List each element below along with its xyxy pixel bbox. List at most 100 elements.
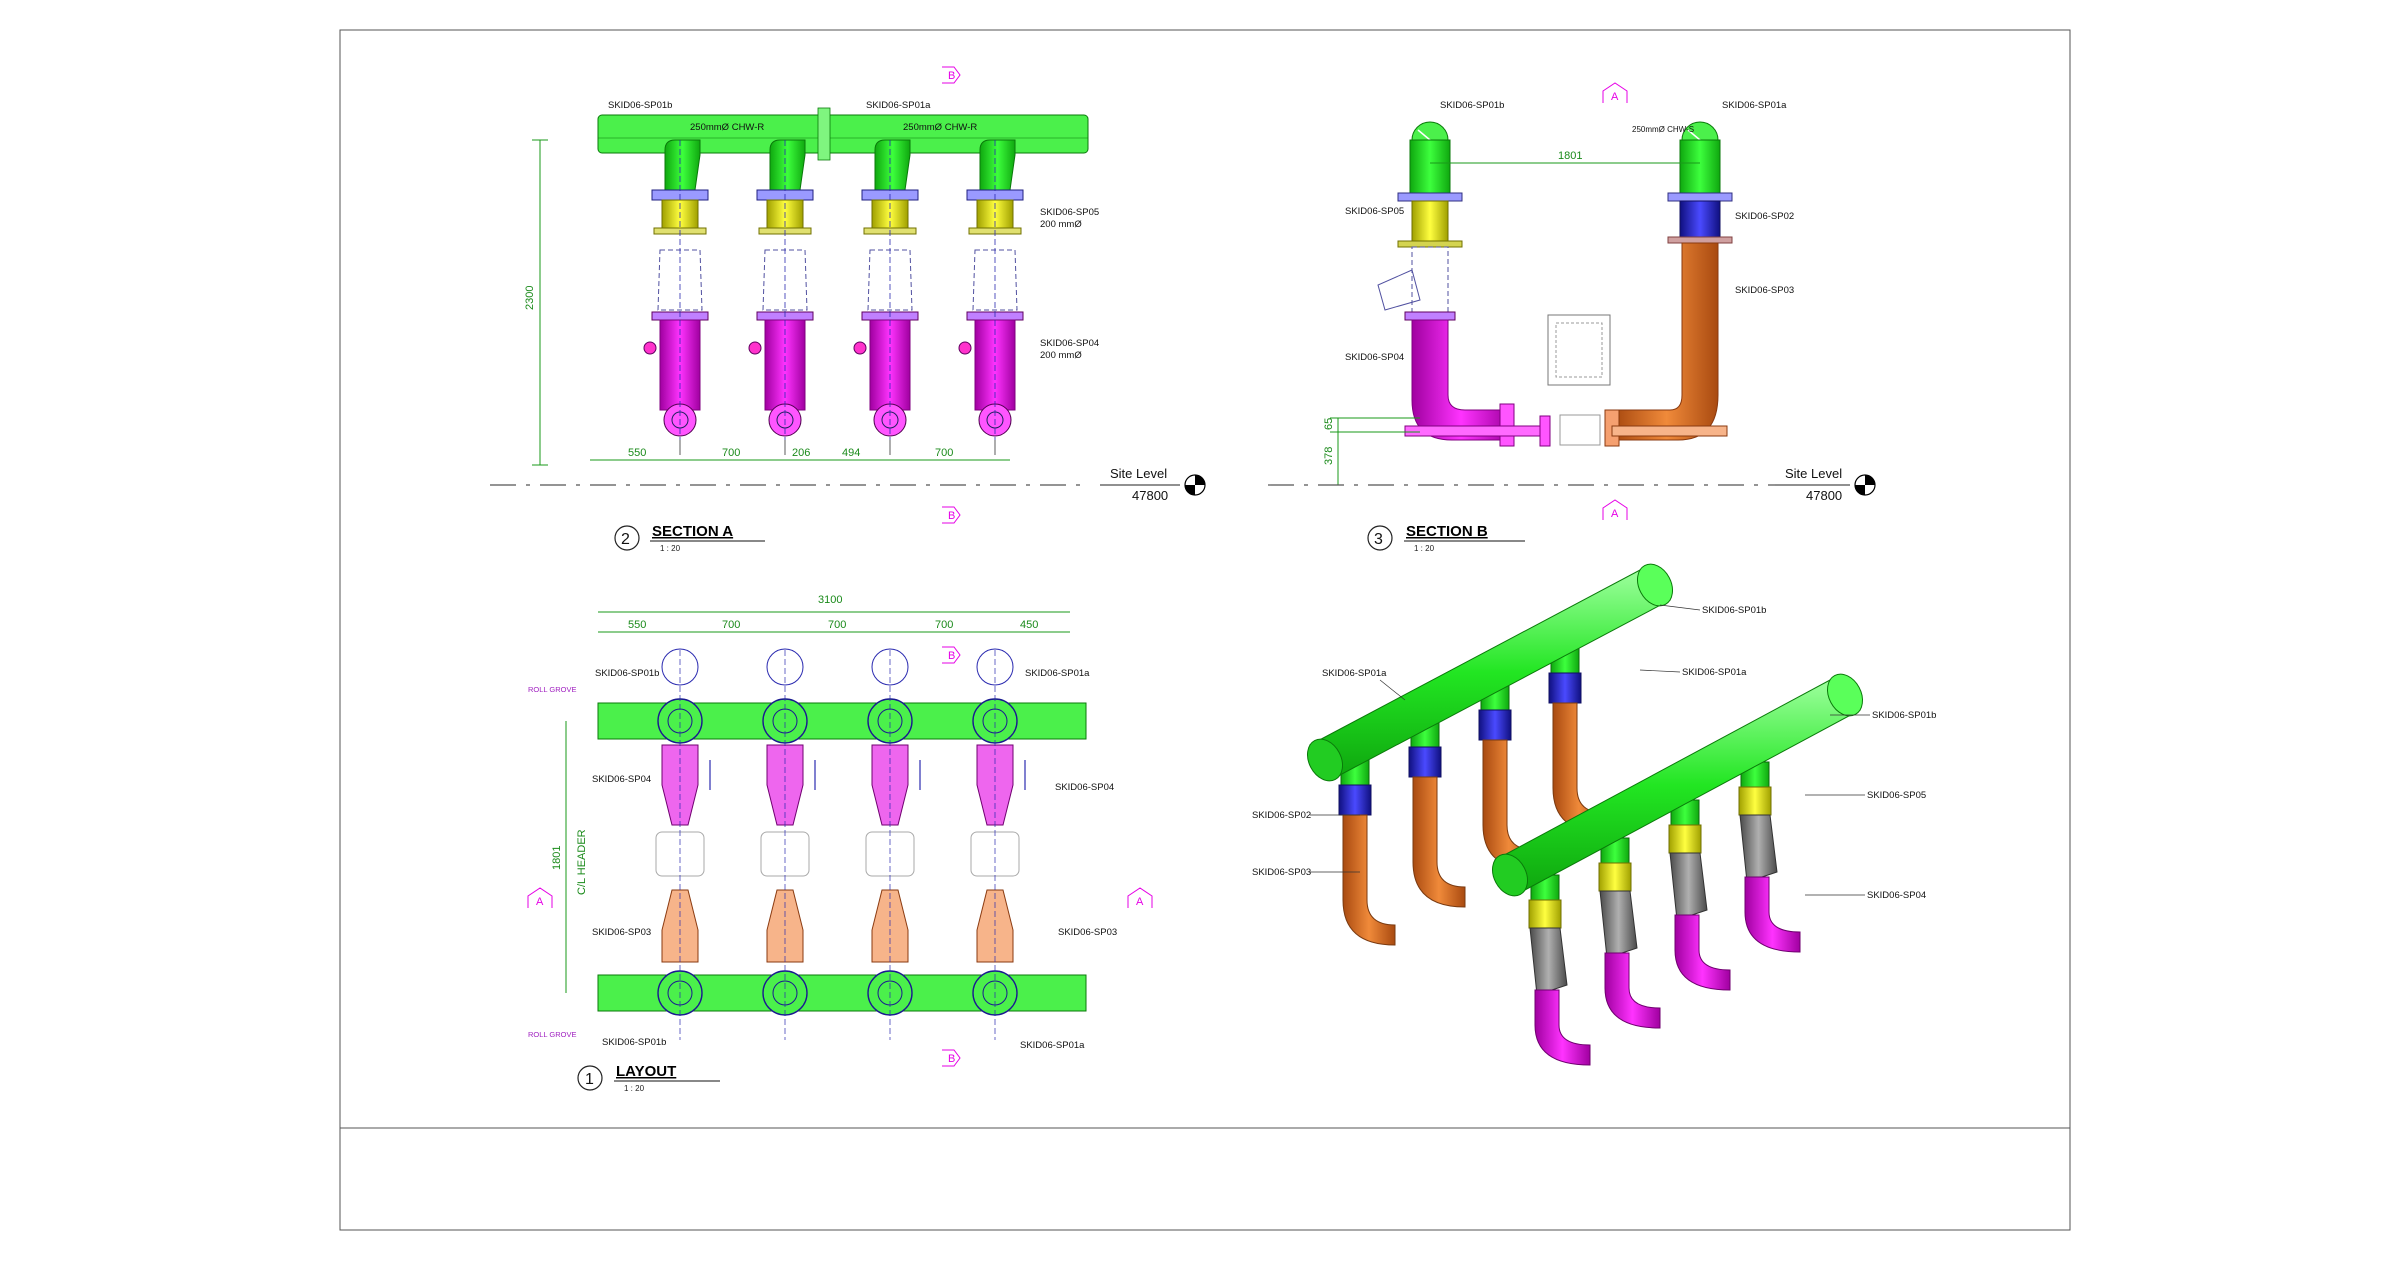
iso-grey-valve (1739, 814, 1778, 883)
section-a-tag-sp01a: SKID06-SP01a (866, 100, 931, 111)
layout-tag-bl: SKID06-SP01b (602, 1037, 666, 1048)
sheet-border (339, 29, 2071, 1231)
iso-blue-coupling (1408, 746, 1442, 778)
section-b-view: 1801 65 378 SKID06-SP01b SKID06-SP01a 25… (1268, 82, 1876, 553)
iso-magenta-pipe (1744, 876, 1801, 953)
section-a-dim-3: 206 (792, 447, 810, 459)
section-b-number: 3 (1374, 531, 1383, 548)
branch-elbow (769, 139, 806, 191)
iso-tag-sp01b-right: SKID06-SP01b (1872, 710, 1936, 721)
layout-branches (655, 648, 1026, 1040)
branch-elbow (874, 139, 911, 191)
layout-scale: 1 : 20 (624, 1084, 645, 1093)
section-a-height-dim: 2300 (524, 286, 536, 310)
layout-number: 1 (585, 1071, 594, 1088)
section-b-tag-sp03: SKID06-SP03 (1735, 285, 1794, 296)
layout-mark-a-left: A (527, 887, 553, 908)
section-b-mark-top: A (1602, 82, 1628, 103)
svg-text:A: A (536, 896, 544, 908)
svg-text:B: B (948, 70, 955, 82)
iso-tag-sp03: SKID06-SP03 (1252, 867, 1311, 878)
iso-magenta-pipe (1674, 914, 1731, 991)
iso-tag-sp05: SKID06-SP05 (1867, 790, 1926, 801)
section-b-title: SECTION B (1406, 523, 1488, 540)
iso-column (1528, 874, 1591, 1066)
section-a-branches (643, 139, 1024, 455)
section-a-branch (853, 139, 919, 455)
layout-dim-3: 700 (828, 619, 846, 631)
iso-column (1408, 721, 1466, 908)
section-b-tag-sp02: SKID06-SP02 (1735, 211, 1794, 222)
iso-magenta-pipe (1534, 989, 1591, 1066)
branch-strainer-outline (972, 249, 1018, 311)
iso-magenta-pipe (1604, 952, 1661, 1029)
section-b-site-level-value: 47800 (1806, 488, 1842, 503)
iso-front-skid (1528, 761, 1801, 1066)
layout-mark-b-top: B (942, 646, 961, 664)
isometric-view: SKID06-SP01b SKID06-SP01a SKID06-SP01a S… (1252, 563, 1936, 1066)
svg-text:A: A (1611, 508, 1619, 520)
section-b-mark-bottom: A (1602, 499, 1628, 520)
iso-column (1598, 837, 1661, 1029)
branch-strainer-outline (867, 249, 913, 311)
iso-column (1668, 799, 1731, 991)
iso-tag-sp02: SKID06-SP02 (1252, 810, 1311, 821)
layout-branch (655, 648, 711, 1040)
iso-grey-valve (1669, 852, 1708, 921)
section-a-header-pipe (597, 114, 1089, 154)
layout-valve-top (766, 648, 804, 686)
section-a-tag-sp01b: SKID06-SP01b (608, 100, 672, 111)
section-a-dim-4: 494 (842, 447, 860, 459)
section-a-pipe-label-left: 250mmØ CHW-R (690, 122, 764, 133)
svg-text:B: B (948, 650, 955, 662)
section-b-tag-sp01b: SKID06-SP01b (1440, 100, 1504, 111)
layout-mark-b-bottom: B (942, 1049, 961, 1067)
branch-elbow (664, 139, 701, 191)
branch-strainer-outline (657, 249, 703, 311)
layout-tag-sp03-left: SKID06-SP03 (592, 927, 651, 938)
layout-tag-br: SKID06-SP01a (1020, 1040, 1085, 1051)
section-a-dim-2: 700 (722, 447, 740, 459)
section-a-number: 2 (621, 531, 630, 548)
section-a-level-marker-icon (1184, 474, 1206, 496)
section-b-scale: 1 : 20 (1414, 544, 1435, 553)
layout-tag-tl: SKID06-SP01b (595, 668, 659, 679)
iso-tag-sp01b-top: SKID06-SP01b (1702, 605, 1766, 616)
branch-gauge (643, 341, 657, 355)
branch-elbow (979, 139, 1016, 191)
iso-yellow-coupling (1738, 786, 1772, 816)
section-a-site-level-value: 47800 (1132, 488, 1168, 503)
layout-branch (865, 648, 921, 1040)
section-a-header-coupling (817, 107, 831, 161)
layout-tag-tr: SKID06-SP01a (1025, 668, 1090, 679)
layout-dim-2: 700 (722, 619, 740, 631)
layout-mark-a-right: A (1127, 887, 1153, 908)
section-a-mark-bottom: B (942, 506, 961, 524)
section-a-sp05-size: 200 mmØ (1040, 219, 1082, 230)
layout-view: 3100 550 700 700 700 450 1801 C/L HEADER… (527, 594, 1153, 1093)
section-a-tag-sp04: SKID06-SP04 (1040, 338, 1099, 349)
iso-column (1478, 684, 1536, 871)
section-a-dim-1: 550 (628, 447, 646, 459)
iso-tag-sp04: SKID06-SP04 (1867, 890, 1926, 901)
section-b-tag-sp01a: SKID06-SP01a (1722, 100, 1787, 111)
section-b-span-dim: 1801 (1558, 150, 1582, 162)
layout-tag-sp04-right: SKID06-SP04 (1055, 782, 1114, 793)
section-b-dim-378: 378 (1323, 447, 1335, 465)
iso-yellow-coupling (1528, 899, 1562, 929)
svg-text:B: B (948, 1053, 955, 1065)
layout-valve-top (976, 648, 1014, 686)
iso-grey-valve (1529, 927, 1568, 996)
iso-grey-valve (1599, 890, 1638, 959)
layout-tag-sp03-right: SKID06-SP03 (1058, 927, 1117, 938)
iso-tag-sp01a-left: SKID06-SP01a (1322, 668, 1387, 679)
svg-text:A: A (1611, 91, 1619, 103)
section-a-title: SECTION A (652, 523, 733, 540)
layout-valve-top (871, 648, 909, 686)
layout-branch (970, 648, 1026, 1040)
iso-orange-pipe (1412, 776, 1466, 908)
section-b-pipe-label: 250mmØ CHW-S (1632, 125, 1694, 134)
branch-gauge (748, 341, 762, 355)
